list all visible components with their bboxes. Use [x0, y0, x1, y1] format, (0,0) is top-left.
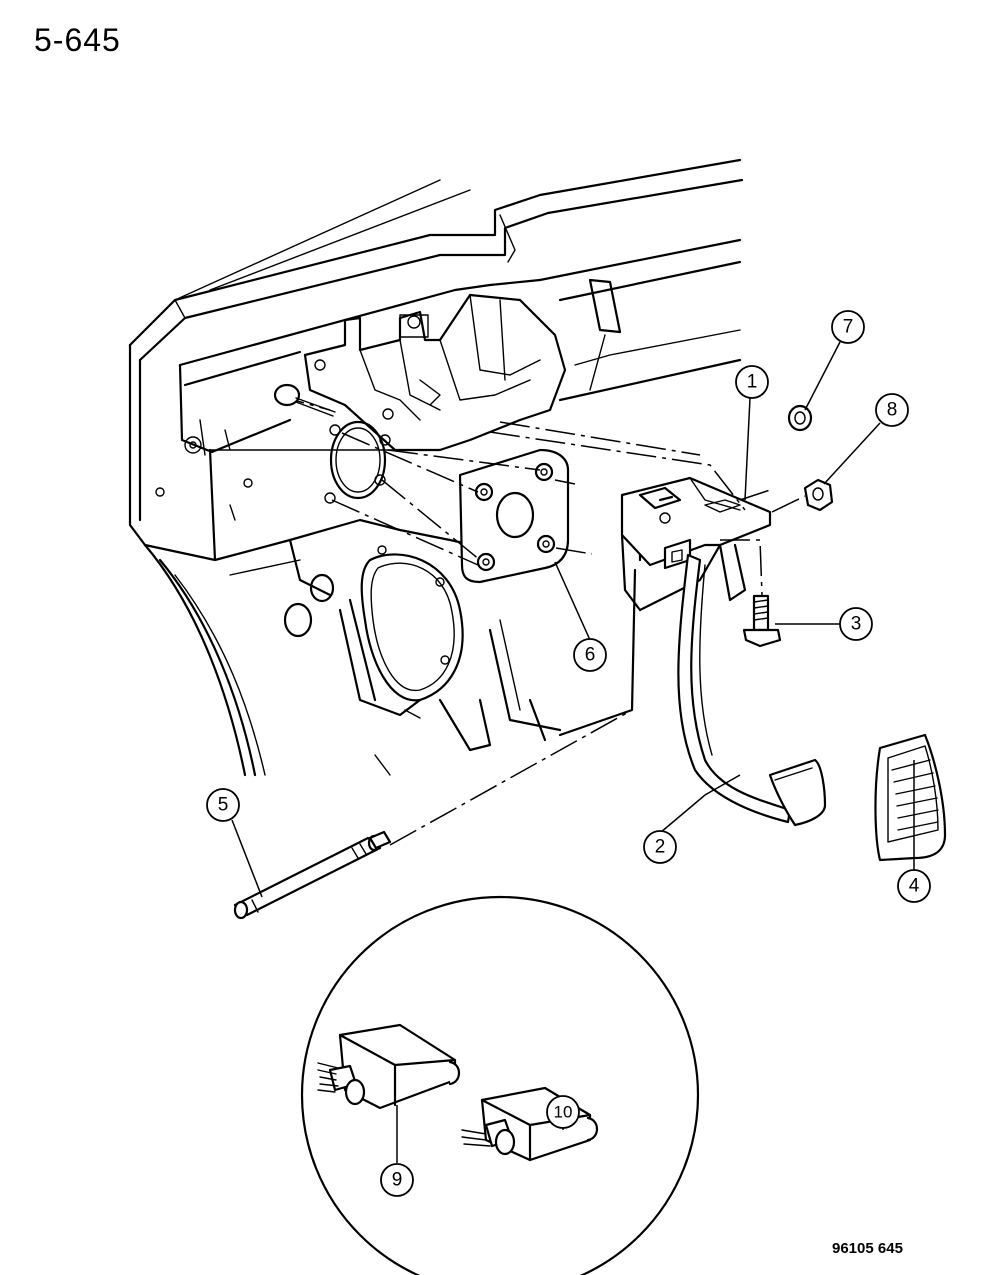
hex-nut [803, 478, 834, 512]
callout-5-label: 5 [218, 795, 229, 816]
callout-9: 9 [380, 1163, 414, 1197]
callout-2-label: 2 [655, 837, 666, 858]
bolt [742, 594, 782, 648]
callout-10: 10 [546, 1095, 580, 1129]
pedal-bracket [620, 476, 772, 612]
callout-4-label: 4 [909, 876, 920, 897]
page-number: 5-645 [34, 22, 121, 58]
switch-type-9 [317, 1023, 461, 1110]
pedal-pad [874, 733, 947, 862]
figure-code: 96105 645 [832, 1240, 903, 1257]
callout-8: 8 [875, 393, 909, 427]
callout-8-label: 8 [887, 400, 898, 421]
callout-10-label: 10 [554, 1103, 573, 1122]
pivot-shaft [233, 830, 392, 920]
mounting-plate [458, 448, 570, 584]
callout-7-label: 7 [843, 317, 854, 338]
detail-inset [300, 895, 700, 1275]
callout-2: 2 [643, 830, 677, 864]
dash-panel [128, 158, 744, 777]
firewall-stud [273, 383, 336, 417]
callout-4: 4 [897, 869, 931, 903]
clutch-pedal-arm [677, 553, 827, 827]
washer [787, 404, 813, 432]
callout-3-label: 3 [851, 614, 862, 635]
callout-7: 7 [831, 310, 865, 344]
callout-leaders [231, 341, 915, 1163]
callout-5: 5 [206, 788, 240, 822]
callout-1: 1 [735, 365, 769, 399]
callout-6-label: 6 [585, 645, 596, 666]
callout-6: 6 [573, 638, 607, 672]
callout-9-label: 9 [392, 1170, 403, 1191]
callout-1-label: 1 [747, 372, 758, 393]
callout-3: 3 [839, 607, 873, 641]
switch-type-10 [461, 1086, 599, 1162]
